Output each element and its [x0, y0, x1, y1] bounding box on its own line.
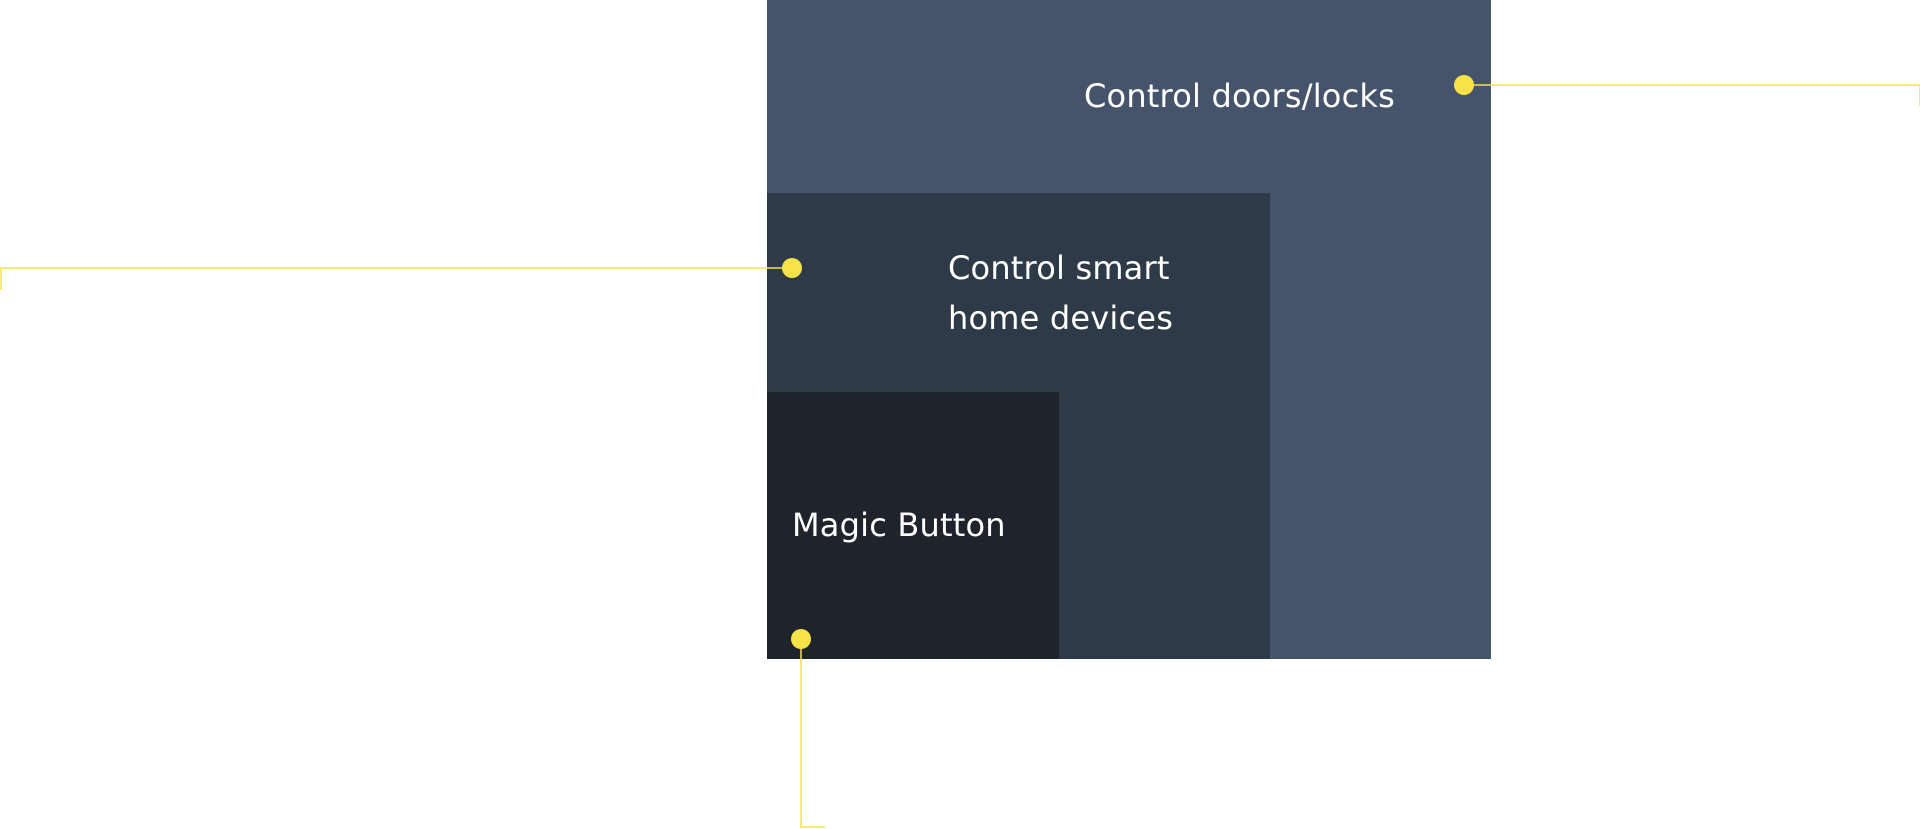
inner-connector-line	[800, 639, 825, 828]
label-line-2: home devices	[948, 299, 1174, 337]
inner-layer-box	[767, 392, 1059, 659]
label-magic-button: Magic Button	[792, 506, 1006, 544]
middle-connector-line	[0, 267, 792, 290]
label-control-smart-home-devices: Control smart home devices	[948, 243, 1173, 343]
label-line-1: Control smart	[948, 249, 1170, 287]
label-control-doors-locks: Control doors/locks	[1084, 77, 1395, 115]
outer-connector-line	[1464, 84, 1920, 106]
